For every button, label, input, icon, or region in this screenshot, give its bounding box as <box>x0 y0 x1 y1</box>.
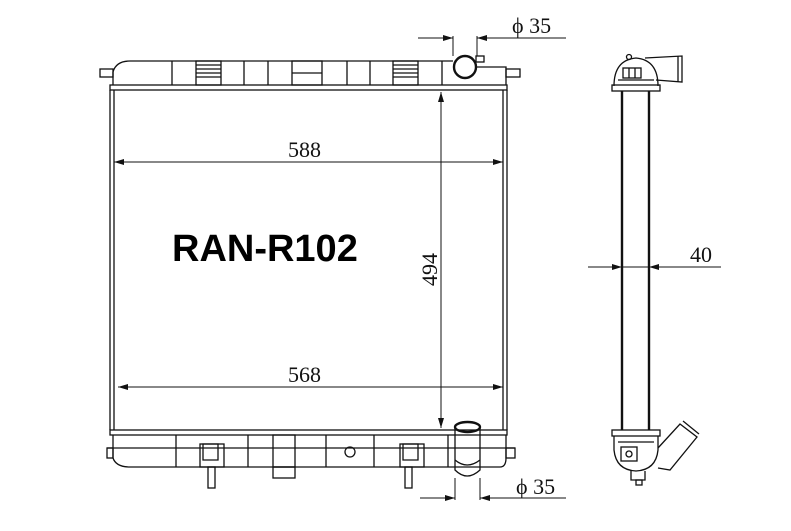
side-bottom-outlet <box>657 423 698 471</box>
mount-tab-left-bottom <box>106 447 114 459</box>
part-number-label: RAN-R102 <box>172 228 358 270</box>
svg-text:ϕ 35: ϕ 35 <box>516 474 555 499</box>
svg-text:588: 588 <box>288 137 321 162</box>
mount-tab-right <box>505 68 521 78</box>
side-top-cap <box>611 53 683 92</box>
drain-plug <box>344 446 356 458</box>
front-view: RAN-R102 588 568 494 ϕ 35 ϕ 35 <box>99 13 566 501</box>
mount-tab-left <box>99 68 114 78</box>
center-bracket <box>272 466 296 479</box>
dimension-bottom-outlet: ϕ 35 <box>420 474 566 501</box>
top-tank <box>99 54 521 91</box>
side-top-outlet <box>644 55 683 83</box>
bottom-header <box>109 429 508 436</box>
dimension-top-inlet: ϕ 35 <box>418 13 566 56</box>
top-inlet-pipe <box>452 54 478 80</box>
dimension-494: 494 <box>417 92 444 428</box>
mount-peg-right <box>404 466 413 489</box>
svg-text:40: 40 <box>690 242 712 267</box>
svg-text:494: 494 <box>417 253 442 286</box>
dimension-40: 40 <box>588 242 721 270</box>
mount-peg-left <box>207 466 216 489</box>
mount-tab-right-bottom <box>505 447 516 459</box>
bottom-tank <box>106 420 516 489</box>
top-header <box>109 84 508 91</box>
dimension-588: 588 <box>114 137 503 165</box>
svg-text:ϕ 35: ϕ 35 <box>512 13 551 38</box>
core <box>109 90 508 430</box>
bottom-outlet-pipe <box>453 420 482 477</box>
svg-text:568: 568 <box>288 362 321 387</box>
dimension-568: 568 <box>118 362 503 390</box>
side-view: 40 <box>588 53 721 486</box>
side-bottom-cap <box>611 420 700 486</box>
